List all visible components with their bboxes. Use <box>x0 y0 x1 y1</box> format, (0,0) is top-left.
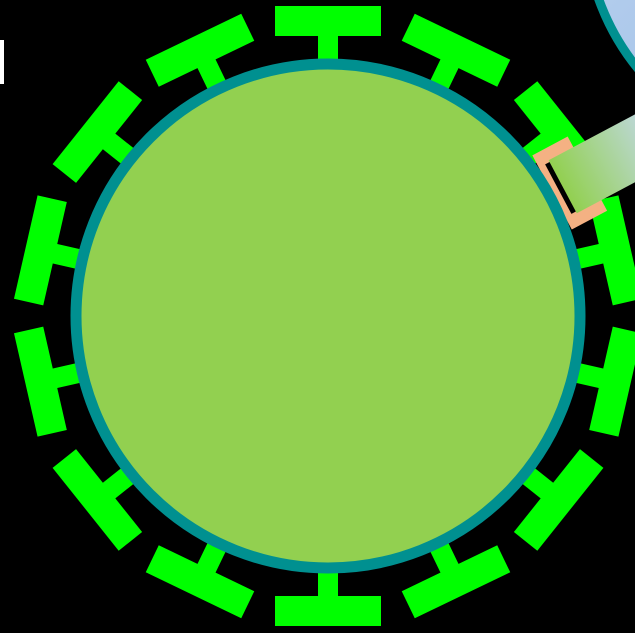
main-cell <box>76 64 580 568</box>
spike-head <box>275 6 381 36</box>
spike-head <box>275 596 381 626</box>
